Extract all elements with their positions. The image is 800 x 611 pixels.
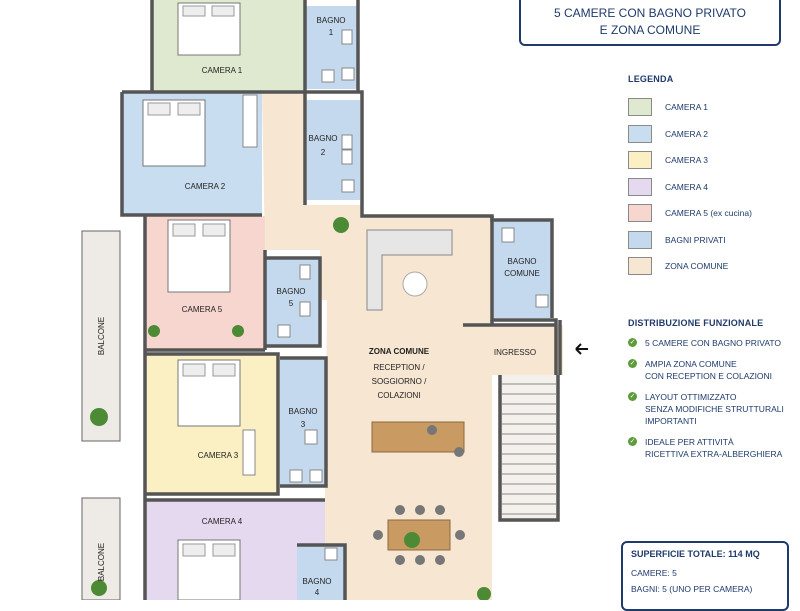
legend-item: ZONA COMUNE (628, 253, 798, 280)
legend-item: BAGNI PRIVATI (628, 227, 798, 254)
walls (120, 0, 562, 600)
ingresso-area (463, 325, 563, 375)
distribution-item: ✓ 5 CAMERE CON BAGNO PRIVATO (628, 337, 798, 349)
label-camera-1: CAMERA 1 (202, 66, 243, 75)
label-bagno-3: BAGNO (289, 407, 318, 416)
legend-swatch (628, 98, 652, 117)
label-balcone-bottom: BALCONE (97, 543, 106, 581)
distribution-text: 5 CAMERE CON BAGNO PRIVATO (645, 338, 782, 348)
bed-camera-3 (177, 359, 241, 427)
sofa (366, 229, 453, 311)
stairs (502, 383, 556, 515)
label-camera-3: CAMERA 3 (198, 451, 239, 460)
label-bagno-3-num: 3 (301, 420, 306, 429)
label-bagno-4: BAGNO (303, 577, 332, 586)
check-icon: ✓ (628, 437, 637, 446)
legend-item: CAMERA 3 (628, 147, 798, 174)
distribution-text: AMPIA ZONA COMUNE CON RECEPTION E COLAZI… (645, 359, 773, 381)
entrance-arrow-icon (575, 343, 588, 355)
legend-label: CAMERA 5 (ex cucina) (665, 208, 752, 219)
distribution-text: LAYOUT OTTIMIZZATO SENZA MODIFICHE STRUT… (645, 392, 784, 426)
legend-swatch (628, 151, 652, 170)
legend-label: BAGNI PRIVATI (665, 234, 726, 245)
label-bagno-4-num: 4 (315, 588, 320, 597)
label-camera-4: CAMERA 4 (202, 517, 243, 526)
title-box: 5 CAMERE CON BAGNO PRIVATO E ZONA COMUNE (519, 0, 781, 46)
legend-swatch (628, 230, 652, 249)
label-camera-2: CAMERA 2 (185, 182, 226, 191)
plant (90, 217, 491, 600)
surface-total: SUPERFICIE TOTALE: 114 MQ (631, 549, 760, 559)
legend-item: CAMERA 4 (628, 174, 798, 201)
legend-item: CAMERA 2 (628, 121, 798, 148)
label-bagno-5-num: 5 (289, 299, 294, 308)
legend-swatch (628, 177, 652, 196)
distribution-text: IDEALE PER ATTIVITÀ RICETTIVA EXTRA-ALBE… (645, 437, 783, 459)
legend-swatch (628, 257, 652, 276)
wardrobe (242, 94, 258, 476)
stairwell (500, 375, 558, 520)
label-ingresso: INGRESSO (494, 348, 536, 357)
legend-label: CAMERA 3 (665, 155, 708, 166)
distribution-item: ✓ IDEALE PER ATTIVITÀ RICETTIVA EXTRA-ALB… (628, 436, 798, 460)
label-bagno-comune-1: BAGNO (508, 257, 537, 266)
legend-label: ZONA COMUNE (665, 261, 729, 272)
legend-item: CAMERA 1 (628, 94, 798, 121)
label-zona-sub-3: COLAZIONI (377, 391, 420, 400)
label-zona-sub-1: RECEPTION / (373, 363, 425, 372)
surface-summary-box: SUPERFICIE TOTALE: 114 MQ CAMERE: 5 BAGN… (621, 541, 789, 611)
title-line-2: E ZONA COMUNE (599, 23, 701, 37)
bed-camera-2 (142, 99, 206, 167)
bed-camera-5 (167, 219, 231, 293)
label-balcone-top: BALCONE (97, 317, 106, 355)
legend-item: CAMERA 5 (ex cucina) (628, 200, 798, 227)
legend-title: LEGENDA (628, 74, 674, 84)
label-camera-5: CAMERA 5 (182, 305, 223, 314)
check-icon: ✓ (628, 338, 637, 347)
distribution-item: ✓ AMPIA ZONA COMUNE CON RECEPTION E COLAZ… (628, 358, 798, 382)
distribution-item: ✓ LAYOUT OTTIMIZZATO SENZA MODIFICHE STRU… (628, 391, 798, 427)
bed-camera-4 (177, 539, 241, 600)
label-zona-sub-2: SOGGIORNO / (372, 377, 427, 386)
legend: LEGENDA CAMERA 1 CAMERA 2 CAMERA 3 CAMER… (628, 74, 798, 280)
bathroom-fixtures (277, 29, 549, 561)
dining-table (373, 505, 465, 565)
distribution-title: DISTRIBUZIONE FUNZIONALE (628, 318, 764, 328)
label-bagno-comune-2: COMUNE (504, 269, 540, 278)
bed-camera-1 (177, 2, 241, 56)
label-bagno-1: BAGNO (317, 16, 346, 25)
legend-swatch (628, 204, 652, 223)
check-icon: ✓ (628, 392, 637, 401)
label-bagno-5: BAGNO (277, 287, 306, 296)
baths-count: BAGNI: 5 (UNO PER CAMERA) (631, 584, 753, 594)
label-zona-comune: ZONA COMUNE (369, 347, 430, 356)
legend-label: CAMERA 2 (665, 128, 708, 139)
room-bagno-3 (280, 358, 326, 486)
legend-label: CAMERA 4 (665, 181, 708, 192)
room-bagno-4 (297, 545, 345, 600)
title-line-1: 5 CAMERE CON BAGNO PRIVATO (553, 6, 747, 20)
label-bagno-2-num: 2 (321, 148, 326, 157)
legend-label: CAMERA 1 (665, 102, 708, 113)
rooms-count: CAMERE: 5 (631, 568, 677, 578)
label-bagno-2: BAGNO (309, 134, 338, 143)
legend-swatch (628, 124, 652, 143)
check-icon: ✓ (628, 359, 637, 368)
balcony-top (81, 230, 121, 442)
label-bagno-1-num: 1 (329, 28, 334, 37)
reception-desk (371, 421, 465, 457)
distribution-section: DISTRIBUZIONE FUNZIONALE ✓ 5 CAMERE CON B… (628, 318, 798, 460)
